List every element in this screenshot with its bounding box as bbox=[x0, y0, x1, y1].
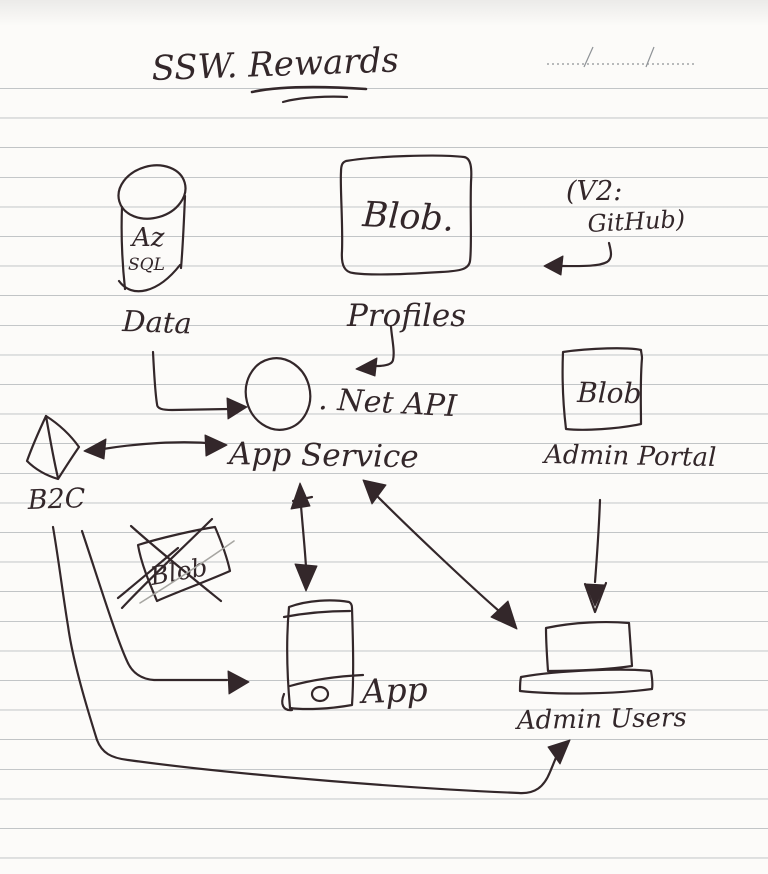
profiles-caption: Profiles bbox=[346, 298, 466, 334]
arrowhead-up-left bbox=[362, 479, 387, 505]
arrowhead-down bbox=[585, 583, 606, 607]
arrow-b2c-to-app bbox=[80, 529, 250, 695]
cross-stroke bbox=[129, 524, 223, 603]
arrow-appservice-app-bidirectional bbox=[290, 482, 318, 592]
github-note: (V2: GitHub) bbox=[566, 176, 686, 238]
admin-portal-label: Blob bbox=[576, 376, 642, 410]
date-line bbox=[547, 46, 697, 68]
b2c-caption: B2C bbox=[26, 483, 86, 516]
arrowhead-down-right bbox=[490, 600, 518, 630]
database-label-line1: Az bbox=[130, 223, 165, 253]
app-service-caption: App Service bbox=[226, 436, 419, 475]
profiles-blob-box-icon: Blob. bbox=[339, 154, 473, 276]
database-caption: Data bbox=[121, 304, 193, 340]
home-button-icon bbox=[310, 685, 330, 703]
arrow-github-to-profiles bbox=[543, 241, 613, 276]
crossed-out-blob-icon: Blob bbox=[116, 517, 235, 610]
arrow-b2c-appservice-bidirectional bbox=[83, 434, 228, 460]
arrowhead-up-right bbox=[547, 739, 571, 765]
monitor-icon bbox=[518, 620, 654, 695]
database-cylinder-icon: Az SQL bbox=[117, 164, 187, 293]
page-title: SSW. Rewards bbox=[151, 40, 399, 104]
title-underline bbox=[250, 85, 368, 94]
ruled-lines bbox=[0, 88, 768, 874]
page-title-text: SSW. Rewards bbox=[151, 40, 399, 89]
arrowhead-left bbox=[83, 438, 107, 460]
github-note-line2: GitHub) bbox=[587, 205, 686, 238]
profiles-blob-label: Blob. bbox=[361, 195, 455, 240]
github-note-line1: (V2: bbox=[566, 176, 622, 207]
arrow-profiles-to-api bbox=[355, 325, 395, 377]
database-label-line2: SQL bbox=[128, 255, 165, 275]
api-circle-icon bbox=[244, 357, 312, 431]
arrow-data-to-api bbox=[151, 350, 248, 420]
arrow-b2c-to-adminusers bbox=[51, 525, 571, 795]
arrow-appservice-adminusers-bidirectional bbox=[362, 479, 518, 630]
app-caption: App bbox=[358, 670, 428, 711]
arrowhead-right bbox=[204, 434, 228, 457]
arrowhead-right bbox=[226, 397, 248, 420]
cross-stroke bbox=[120, 517, 214, 610]
admin-portal-caption: Admin Portal bbox=[542, 440, 717, 473]
admin-portal-blob-box-icon: Blob bbox=[561, 347, 644, 431]
arrowhead-left bbox=[355, 357, 378, 377]
arrowhead-up bbox=[290, 482, 311, 510]
admin-users-caption: Admin Users bbox=[515, 703, 687, 736]
arrowhead-down bbox=[294, 563, 318, 592]
phone-icon bbox=[281, 599, 365, 712]
arrowhead-left bbox=[543, 255, 564, 276]
api-label: . Net API bbox=[318, 382, 459, 424]
b2c-pyramid-icon bbox=[25, 414, 81, 481]
arrow-adminportal-to-adminusers bbox=[583, 498, 608, 614]
arrowhead-right bbox=[227, 670, 250, 695]
